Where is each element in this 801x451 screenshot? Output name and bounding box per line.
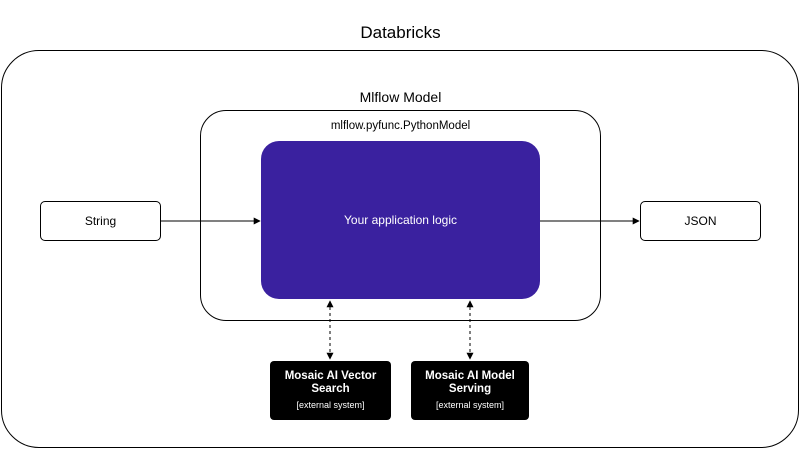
model-serving-note: [external system] [435, 400, 505, 410]
mlflow-model-title: Mlflow Model [359, 89, 442, 105]
output-json-label: JSON [684, 214, 717, 228]
vector-search-note: [external system] [296, 400, 365, 410]
model-serving-title: Mosaic AI Model Serving [425, 370, 515, 395]
diagram-title: Databricks [360, 23, 441, 42]
output-json-box: JSON [640, 201, 761, 241]
application-logic-label: Your application logic [344, 213, 457, 227]
application-logic-box: Your application logic [261, 141, 540, 299]
input-string-label: String [84, 214, 117, 228]
databricks-container [1, 50, 799, 448]
model-serving-box: Mosaic AI Model Serving [external system… [411, 361, 529, 420]
input-string-box: String [40, 201, 161, 241]
vector-search-title: Mosaic AI Vector Search [284, 370, 377, 395]
pyfunc-class-label: mlflow.pyfunc.PythonModel [330, 120, 471, 132]
vector-search-box: Mosaic AI Vector Search [external system… [270, 361, 391, 420]
